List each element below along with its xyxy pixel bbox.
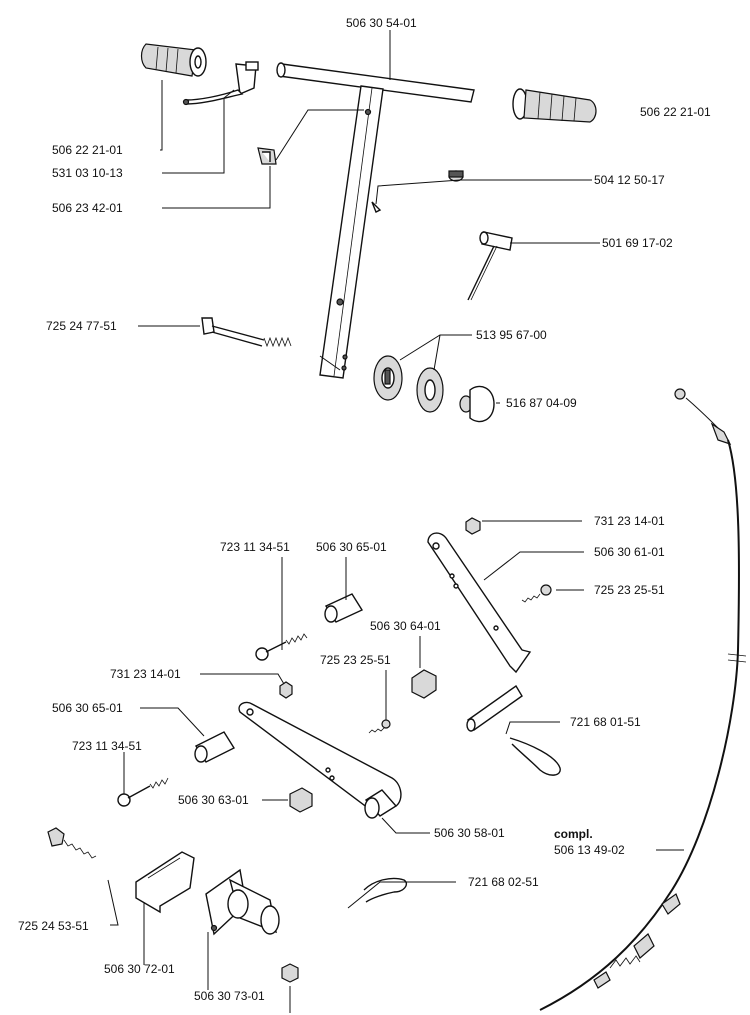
label-plug: 504 12 50-17 xyxy=(594,173,665,187)
label-grip-right: 506 22 21-01 xyxy=(640,105,711,119)
upper-plate xyxy=(427,532,532,674)
r-clip-upper xyxy=(509,737,561,776)
screw-right xyxy=(521,584,552,603)
lower-plate xyxy=(238,701,402,809)
screw-mid xyxy=(368,719,391,734)
nut-top xyxy=(465,517,481,535)
plug xyxy=(448,170,464,182)
nut-bottom xyxy=(281,963,299,983)
label-clip-upper: 721 68 01-51 xyxy=(570,715,641,729)
label-plate-upper: 506 30 61-01 xyxy=(594,545,665,559)
label-handle-bar: 506 30 54-01 xyxy=(346,16,417,30)
spacer-lower xyxy=(194,731,236,763)
screw-upper xyxy=(255,633,308,661)
pin-upper xyxy=(466,684,523,732)
brake-lever xyxy=(182,61,259,106)
label-spacer-b: 506 30 65-01 xyxy=(52,701,123,715)
label-cable-compl: compl. xyxy=(554,827,593,841)
washer-set xyxy=(373,355,444,413)
pivot xyxy=(205,868,280,936)
label-spacer-mid: 506 30 64-01 xyxy=(370,619,441,633)
label-cable: 506 13 49-02 xyxy=(554,843,625,857)
label-bracket: 506 30 72-01 xyxy=(104,962,175,976)
label-screw-mid: 725 23 25-51 xyxy=(320,653,391,667)
screw-lower xyxy=(117,777,169,807)
label-axle: 506 30 58-01 xyxy=(434,826,505,840)
label-nut-top: 731 23 14-01 xyxy=(594,514,665,528)
label-lever: 531 03 10-13 xyxy=(52,166,123,180)
spacer-small xyxy=(289,787,313,813)
label-screw-b: 723 11 34-51 xyxy=(72,739,142,753)
label-nut-mid: 731 23 14-01 xyxy=(110,667,181,681)
cable-clip xyxy=(257,147,277,165)
bracket xyxy=(135,851,195,914)
label-screw-right: 725 23 25-51 xyxy=(594,583,665,597)
spark-plug-tool xyxy=(467,231,513,301)
label-screw-a: 723 11 34-51 xyxy=(220,540,290,554)
spacer-mid xyxy=(411,669,437,699)
axle xyxy=(364,789,398,819)
label-grip-left: 506 22 21-01 xyxy=(52,143,123,157)
handle-bar xyxy=(276,62,475,379)
label-bolt-long: 725 24 77-51 xyxy=(46,319,117,333)
grip-right xyxy=(512,88,597,123)
label-tool: 501 69 17-02 xyxy=(602,236,673,250)
bolt-bottom xyxy=(47,827,97,859)
label-bolt-bottom: 725 24 53-51 xyxy=(18,919,89,933)
label-pivot: 506 30 73-01 xyxy=(194,989,265,1003)
leader-lines xyxy=(107,30,684,1013)
r-clip-lower xyxy=(363,877,408,903)
label-knob: 516 87 04-09 xyxy=(506,396,577,410)
label-clip-lower: 721 68 02-51 xyxy=(468,875,539,889)
knob xyxy=(459,385,495,423)
label-spacer-small: 506 30 63-01 xyxy=(178,793,249,807)
label-spacer-a: 506 30 65-01 xyxy=(316,540,387,554)
grip-left xyxy=(140,43,207,77)
long-bolt xyxy=(201,317,292,348)
spacer-upper xyxy=(324,593,364,623)
nut-mid xyxy=(279,681,293,699)
cable xyxy=(539,388,747,1011)
label-washer-set: 513 95 67-00 xyxy=(476,328,547,342)
label-clip: 506 23 42-01 xyxy=(52,201,123,215)
